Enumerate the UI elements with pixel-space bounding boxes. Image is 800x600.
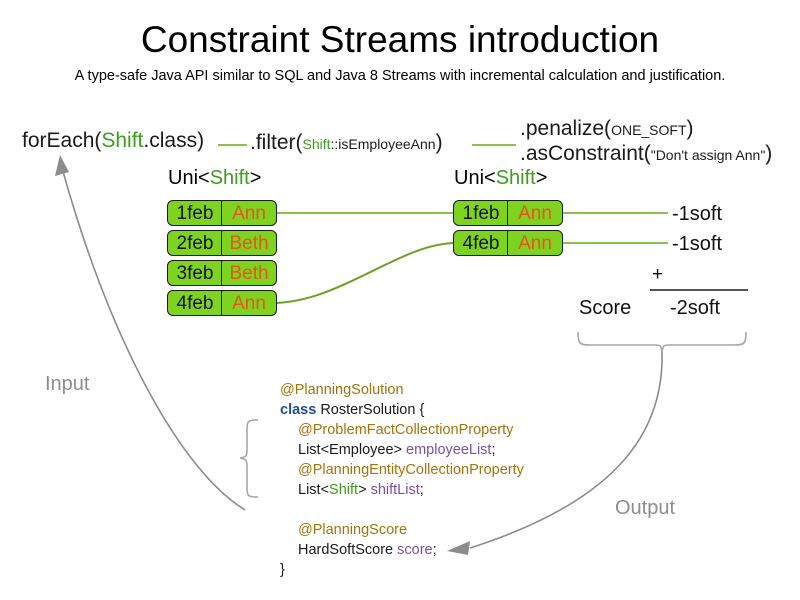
penalize-prefix: .penalize(: [520, 117, 612, 140]
code-token: ;: [419, 482, 424, 498]
filter-suffix: ): [435, 131, 443, 154]
penalize-expression: .penalize(ONE_SOFT): [520, 116, 694, 143]
shift-employee-cell: Ann: [221, 200, 277, 226]
shift-date-cell: 2feb: [167, 230, 223, 256]
uni-left-suffix: >: [249, 167, 262, 189]
code-token: List<: [298, 482, 330, 498]
code-fields-brace: [239, 419, 259, 498]
code-token: HardSoftScore: [298, 542, 398, 558]
asconstraint-expression: .asConstraint("Don't assign Ann"): [520, 141, 772, 168]
code-line: @PlanningScore: [262, 520, 524, 540]
filter-prefix: .filter(: [250, 131, 303, 154]
foreach-expression: forEach(Shift.class): [22, 128, 204, 154]
shift-date-cell: 1feb: [453, 200, 509, 226]
uni-left-type: Shift: [209, 167, 250, 189]
uni-left-prefix: Uni<: [168, 167, 210, 189]
penalize-arg: ONE_SOFT: [611, 122, 687, 138]
shift-date-cell: 1feb: [167, 200, 223, 226]
uni-right-prefix: Uni<: [454, 167, 496, 189]
input-arrow: [61, 167, 246, 511]
code-token: employeeList: [406, 442, 492, 458]
score-label: Score: [579, 297, 632, 319]
shift-employee-cell: Beth: [221, 260, 277, 286]
uni-label-left: Uni<Shift>: [168, 166, 261, 190]
output-arrow: [469, 351, 663, 549]
uni-right-suffix: >: [535, 167, 548, 189]
shift-employee-cell: Ann: [507, 200, 563, 226]
input-arrow-head: [55, 155, 69, 176]
code-token: >: [358, 482, 371, 498]
code-token: @PlanningEntityCollectionProperty: [298, 462, 524, 478]
filter-expression: .filter(Shift::isEmployeeAnn): [250, 130, 443, 157]
code-token: RosterSolution {: [316, 402, 425, 418]
score-total: -2soft: [670, 297, 721, 319]
code-line: @PlanningEntityCollectionProperty: [262, 460, 524, 480]
output-arrow-head: [447, 541, 470, 555]
page-title: Constraint Streams introduction: [140, 19, 660, 60]
code-line: List<Shift> shiftList;: [262, 480, 524, 500]
shift-date-cell: 3feb: [167, 260, 223, 286]
code-token: List<Employee>: [298, 442, 407, 458]
asconstraint-suffix: ): [765, 142, 773, 165]
shift-date-cell: 4feb: [453, 230, 509, 256]
caption-input: Input: [45, 373, 90, 395]
code-blank-line: [262, 500, 524, 520]
code-line: @PlanningSolution: [262, 380, 524, 400]
code-token: @ProblemFactCollectionProperty: [298, 422, 514, 438]
code-token: Shift: [329, 482, 359, 498]
shift-employee-cell: Beth: [221, 230, 277, 256]
code-token: shiftList: [370, 482, 420, 498]
sum-rule-line: [650, 289, 748, 291]
code-token: score: [397, 542, 433, 558]
code-line: @ProblemFactCollectionProperty: [262, 420, 524, 440]
code-line: }: [262, 560, 524, 580]
penalize-suffix: ): [686, 117, 694, 140]
code-token: @PlanningScore: [298, 522, 408, 538]
code-token: class: [280, 402, 317, 418]
caption-output: Output: [615, 497, 676, 519]
code-token: ;: [491, 442, 496, 458]
code-line: List<Employee> employeeList;: [262, 440, 524, 460]
penalty-value-1: -1soft: [672, 203, 723, 225]
code-token: ;: [432, 542, 437, 558]
asconstraint-arg: "Don't assign Ann": [650, 147, 766, 163]
code-token: @PlanningSolution: [280, 382, 404, 398]
foreach-type: Shift: [101, 129, 144, 152]
filter-method: ::isEmployeeAnn: [330, 136, 436, 152]
foreach-prefix: forEach(: [22, 129, 102, 152]
shift-employee-cell: Ann: [221, 290, 277, 316]
page-subtitle: A type-safe Java API similar to SQL and …: [74, 68, 726, 84]
score-brace: [577, 331, 747, 353]
shift-date-cell: 4feb: [167, 290, 223, 316]
code-line: class RosterSolution {: [262, 400, 524, 420]
connector-left-row4-right-row2: [271, 242, 457, 304]
shift-employee-cell: Ann: [507, 230, 563, 256]
code-token: }: [280, 562, 285, 578]
penalty-value-2: -1soft: [672, 233, 723, 255]
code-line: HardSoftScore score;: [262, 540, 524, 560]
uni-label-right: Uni<Shift>: [454, 166, 547, 190]
foreach-suffix: .class): [143, 129, 205, 152]
roster-solution-code-block: @PlanningSolution class RosterSolution { @…: [262, 380, 524, 580]
filter-type: Shift: [302, 136, 331, 152]
sum-operator: +: [652, 264, 664, 285]
asconstraint-prefix: .asConstraint(: [520, 142, 651, 165]
uni-right-type: Shift: [495, 167, 536, 189]
